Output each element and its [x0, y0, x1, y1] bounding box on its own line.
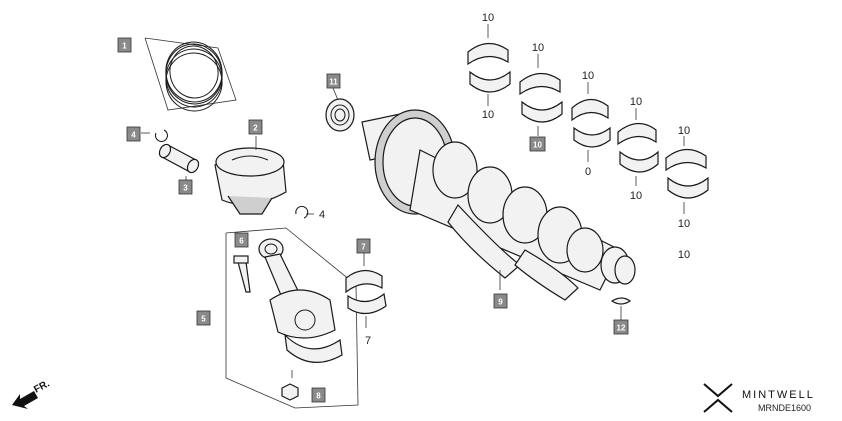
bearing-label-0: 0: [585, 166, 591, 178]
callout-1-label: 1: [122, 42, 127, 51]
front-arrow-icon: [12, 391, 38, 409]
callout-7-upper-label: 7: [361, 243, 366, 252]
bearing-label-10-b: 10: [482, 109, 494, 121]
callout-5-label: 5: [201, 315, 206, 324]
piston-pin-clip-lower: [295, 205, 309, 219]
connecting-rod-nut: [281, 383, 299, 401]
timing-sprocket: [325, 87, 355, 132]
brand-watermark: MINTWELL MRNDE1600: [703, 383, 815, 413]
bearing-label-10-d: 10: [582, 70, 594, 82]
connecting-rod-bolt: [237, 261, 251, 293]
main-bearing-set: [467, 24, 709, 214]
bearing-label-10-h: 10: [678, 218, 690, 230]
callout-9-label: 9: [498, 298, 503, 307]
woodruff-key: [610, 297, 632, 305]
callout-11: 11: [326, 73, 341, 89]
callout-6-label: 6: [239, 237, 244, 246]
callout-9: 9: [493, 293, 508, 309]
bearing-label-10-e: 10: [630, 96, 642, 108]
main-bearing-4: [617, 108, 659, 186]
callout-4-upper: 4: [126, 126, 141, 142]
callout-5: 5: [196, 310, 211, 326]
brand-name: MINTWELL: [742, 389, 815, 401]
brand-logo-icon: [703, 383, 733, 413]
callout-4-lower-label: 4: [319, 209, 325, 221]
callout-7-lower-label: 7: [365, 335, 371, 347]
connecting-rod-bearing-pair: [345, 253, 387, 328]
main-bearing-3: [571, 82, 611, 162]
main-bearing-1: [467, 24, 511, 106]
bearing-label-10-f: 10: [630, 190, 642, 202]
callout-3-label: 3: [183, 184, 188, 193]
callout-8: 8: [311, 387, 326, 403]
callout-4-upper-label: 4: [131, 131, 136, 140]
callout-11-label: 11: [329, 78, 338, 87]
diagram-code: MRNDE1600: [758, 403, 811, 413]
callout-3: 3: [178, 179, 193, 195]
callout-6: 6: [234, 232, 249, 248]
front-direction-indicator: FR.: [12, 378, 52, 409]
front-direction-label: FR.: [32, 378, 52, 395]
callout-12-label: 12: [617, 324, 626, 333]
piston-pin-clip-upper: [155, 129, 168, 142]
callout-8-label: 8: [316, 392, 321, 401]
bearing-label-10-a: 10: [482, 12, 494, 24]
callout-12: 12: [613, 319, 629, 335]
crankshaft: [361, 109, 636, 301]
callout-7-upper: 7: [356, 238, 371, 254]
piston-pin: [158, 143, 200, 180]
callout-10-label: 10: [533, 141, 542, 150]
bearing-label-10-i: 10: [678, 249, 690, 261]
main-bearing-5: [665, 136, 709, 214]
bearing-label-10-c: 10: [532, 42, 544, 54]
callout-1: 1: [117, 37, 132, 53]
callout-2: 2: [248, 119, 263, 135]
piston-ring-set: [144, 37, 237, 112]
callout-10: 10: [529, 136, 546, 152]
main-bearing-2: [519, 54, 563, 136]
piston: [214, 136, 287, 215]
bearing-label-10-g: 10: [678, 125, 690, 137]
connecting-rod-assembly: [225, 227, 359, 409]
callout-2-label: 2: [253, 124, 258, 133]
